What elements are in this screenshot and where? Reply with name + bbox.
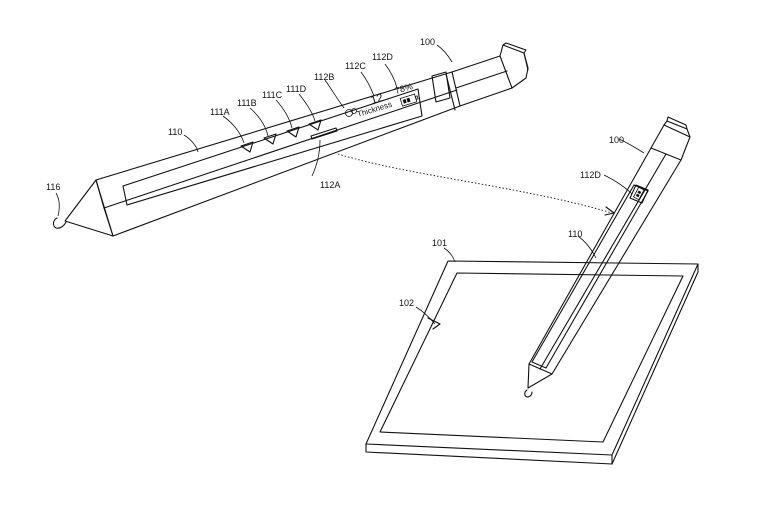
main-stylus [52,42,529,237]
right-battery-icon [632,186,645,201]
stylus-rear [451,55,513,107]
thickness-icon [345,108,357,117]
label-111b: 111B [237,98,257,108]
label-116: 116 [46,182,60,192]
right-stylus [524,116,691,398]
battery-icon [399,93,419,107]
dotted-connector [337,153,613,214]
label-111a: 111A [210,107,230,117]
slider-bar[interactable] [310,127,338,140]
label-100-main: 100 [420,37,435,47]
label-111d: 111D [286,84,307,94]
button-111a-icon[interactable] [240,141,254,153]
button-111c-icon[interactable] [286,126,300,138]
label-110-main: 110 [168,127,182,137]
label-110-right: 110 [568,229,582,239]
button-111d-icon[interactable] [308,119,322,131]
label-112a: 112A [320,180,340,190]
stylus-body [95,71,461,237]
label-112d-main: 112D [372,52,393,62]
stylus-cone [64,179,114,237]
label-111c: 111C [262,90,283,100]
label-112b: 112B [314,72,334,82]
label-112d-right: 112D [580,170,601,180]
label-102: 102 [399,298,414,308]
battery-percent: 78% [394,81,414,96]
stylus-tip-point [52,217,67,229]
button-111b-icon[interactable] [263,133,277,145]
main-leaders [55,44,453,217]
right-display-strip [531,184,649,369]
label-101: 101 [432,238,447,248]
label-100-right: 100 [609,135,624,145]
tablet-device [365,247,699,465]
thickness-label: 12 [369,92,384,107]
label-112c: 112C [345,61,366,71]
tablet-screen[interactable] [379,272,684,443]
